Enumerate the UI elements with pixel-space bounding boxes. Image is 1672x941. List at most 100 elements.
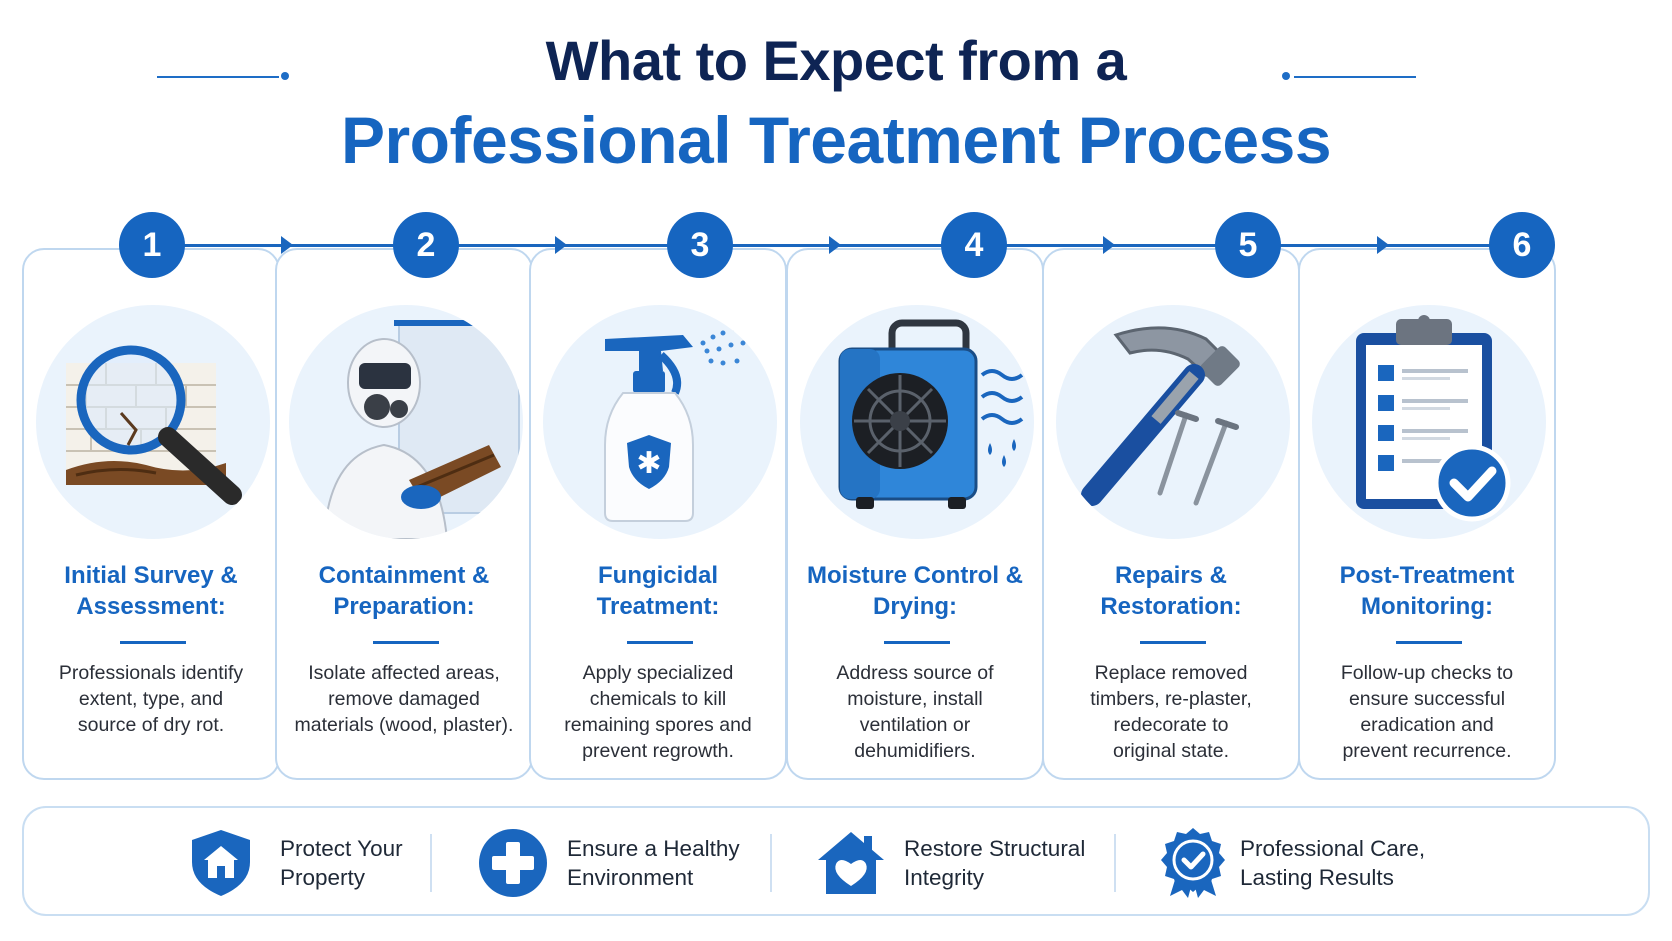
spray-bottle-icon: ✱: [543, 305, 777, 539]
step-2-description: Isolate affected areas, remove damaged m…: [291, 660, 517, 738]
step-card-4: Moisture Control & Drying: Address sourc…: [786, 248, 1044, 780]
step-5-desc-line: original state.: [1113, 740, 1229, 762]
svg-text:✱: ✱: [636, 446, 661, 481]
medical-cross-icon: [476, 826, 550, 900]
step-6-desc-line: Follow-up checks to: [1340, 662, 1514, 684]
step-2-title-line-2: Preparation:: [333, 593, 475, 620]
step-4-description: Address source of moisture, install vent…: [802, 660, 1028, 764]
step-3-description: Apply specialized chemicals to kill rema…: [545, 660, 771, 764]
step-6-desc-line: eradication and: [1360, 714, 1494, 736]
timeline-arrow-icon: [1377, 236, 1389, 254]
step-3-title-line-1: Fungicidal: [598, 562, 718, 589]
step-card-1: Initial Survey & Assessment: Professiona…: [22, 248, 280, 780]
step-5-title-line-1: Repairs &: [1114, 562, 1228, 589]
step-2-title-line-1: Containment &: [318, 562, 490, 589]
step-3-desc-line: Apply specialized: [582, 662, 734, 684]
title-decoration-right-dot: [1282, 72, 1290, 80]
step-3-title-line-2: Treatment:: [596, 593, 720, 620]
step-5-desc-line: timbers, re-plaster,: [1090, 688, 1252, 710]
step-1-title: Initial Survey & Assessment:: [24, 560, 278, 622]
step-6-title-line-2: Monitoring:: [1361, 593, 1493, 620]
hazmat-worker-icon: [289, 305, 523, 539]
step-2-divider: [373, 641, 439, 644]
step-4-desc-line: Address source of: [836, 662, 994, 684]
benefit-1-line-1: Protect Your: [280, 836, 403, 861]
step-1-desc-line: Professionals identify: [58, 662, 244, 684]
step-card-2: Containment & Preparation: Isolate affec…: [275, 248, 533, 780]
step-4-title-line-2: Drying:: [873, 593, 957, 620]
step-4-desc-line: moisture, install: [847, 688, 983, 710]
step-4-title: Moisture Control & Drying:: [788, 560, 1042, 622]
benefit-separator: [430, 834, 432, 892]
benefit-2-line-2: Environment: [567, 865, 694, 890]
step-6-title-line-1: Post-Treatment: [1339, 562, 1515, 589]
step-3-title: Fungicidal Treatment:: [531, 560, 785, 622]
step-3-desc-line: remaining spores and: [564, 714, 752, 736]
step-4-desc-line: dehumidifiers.: [854, 740, 976, 762]
magnifying-glass-icon: [36, 305, 270, 539]
benefit-3-text: Restore Structural Integrity: [904, 834, 1085, 892]
step-number-2: 2: [393, 212, 459, 278]
timeline-arrow-icon: [829, 236, 841, 254]
benefit-separator: [1114, 834, 1116, 892]
timeline-arrow-icon: [281, 236, 293, 254]
step-3-divider: [627, 641, 693, 644]
step-2-title: Containment & Preparation:: [277, 560, 531, 622]
title-line-2: Professional Treatment Process: [340, 103, 1332, 177]
step-number-6: 6: [1489, 212, 1555, 278]
benefit-professional-care: Professional Care, Lasting Results: [1156, 808, 1456, 914]
benefit-2-line-1: Ensure a Healthy: [567, 836, 740, 861]
benefits-bar: Protect Your Property Ensure a Healthy E…: [22, 806, 1650, 916]
step-3-desc-line: prevent regrowth.: [582, 740, 734, 762]
step-6-description: Follow-up checks to ensure successful er…: [1314, 660, 1540, 764]
step-card-3: ✱ Fungicidal Treatment: Apply specialize…: [529, 248, 787, 780]
step-1-description: Professionals identify extent, type, and…: [38, 660, 264, 738]
timeline-arrow-icon: [555, 236, 567, 254]
benefit-4-text: Professional Care, Lasting Results: [1240, 834, 1425, 892]
step-1-title-line-2: Assessment:: [76, 593, 226, 620]
hammer-nails-icon: [1056, 305, 1290, 539]
step-card-6: Post-Treatment Monitoring: Follow-up che…: [1298, 248, 1556, 780]
benefit-3-line-1: Restore Structural: [904, 836, 1086, 861]
step-number-4: 4: [941, 212, 1007, 278]
step-4-title-line-1: Moisture Control &: [807, 562, 1023, 589]
step-4-desc-line: ventilation or: [859, 714, 971, 736]
dehumidifier-icon: [800, 305, 1034, 539]
step-number-1: 1: [119, 212, 185, 278]
header: What to Expect from a Professional Treat…: [0, 0, 1672, 190]
step-6-title: Post-Treatment Monitoring:: [1300, 560, 1554, 622]
shield-house-icon: [184, 826, 258, 900]
step-1-desc-line: extent, type, and: [78, 688, 224, 710]
house-heart-icon: [814, 826, 888, 900]
timeline-arrow-icon: [1103, 236, 1115, 254]
title-decoration-left-dot: [281, 72, 289, 80]
step-1-title-line-1: Initial Survey &: [64, 562, 238, 589]
step-5-title: Repairs & Restoration:: [1044, 560, 1298, 622]
benefit-separator: [770, 834, 772, 892]
benefit-healthy-environment: Ensure a Healthy Environment: [476, 808, 766, 914]
step-5-description: Replace removed timbers, re-plaster, red…: [1058, 660, 1284, 764]
title-decoration-left-line: [157, 76, 279, 78]
award-badge-icon: [1156, 826, 1230, 900]
step-6-divider: [1396, 641, 1462, 644]
step-5-desc-line: Replace removed: [1094, 662, 1248, 684]
benefit-protect-property: Protect Your Property: [184, 808, 444, 914]
clipboard-check-icon: [1312, 305, 1546, 539]
step-1-desc-line: source of dry rot.: [77, 714, 225, 736]
step-6-desc-line: prevent recurrence.: [1342, 740, 1512, 762]
benefit-4-line-1: Professional Care,: [1240, 836, 1426, 861]
benefit-4-line-2: Lasting Results: [1240, 865, 1394, 890]
benefit-3-line-2: Integrity: [904, 865, 985, 890]
step-number-3: 3: [667, 212, 733, 278]
step-card-5: Repairs & Restoration: Replace removed t…: [1042, 248, 1300, 780]
step-1-divider: [120, 641, 186, 644]
step-5-desc-line: redecorate to: [1113, 714, 1229, 736]
step-2-desc-line: Isolate affected areas,: [308, 662, 500, 684]
title-decoration-right-line: [1294, 76, 1416, 78]
step-5-divider: [1140, 641, 1206, 644]
step-5-title-line-2: Restoration:: [1100, 593, 1242, 620]
benefit-1-text: Protect Your Property: [280, 834, 403, 892]
step-2-desc-line: remove damaged: [328, 688, 480, 710]
benefit-1-line-2: Property: [280, 865, 366, 890]
step-6-desc-line: ensure successful: [1348, 688, 1506, 710]
